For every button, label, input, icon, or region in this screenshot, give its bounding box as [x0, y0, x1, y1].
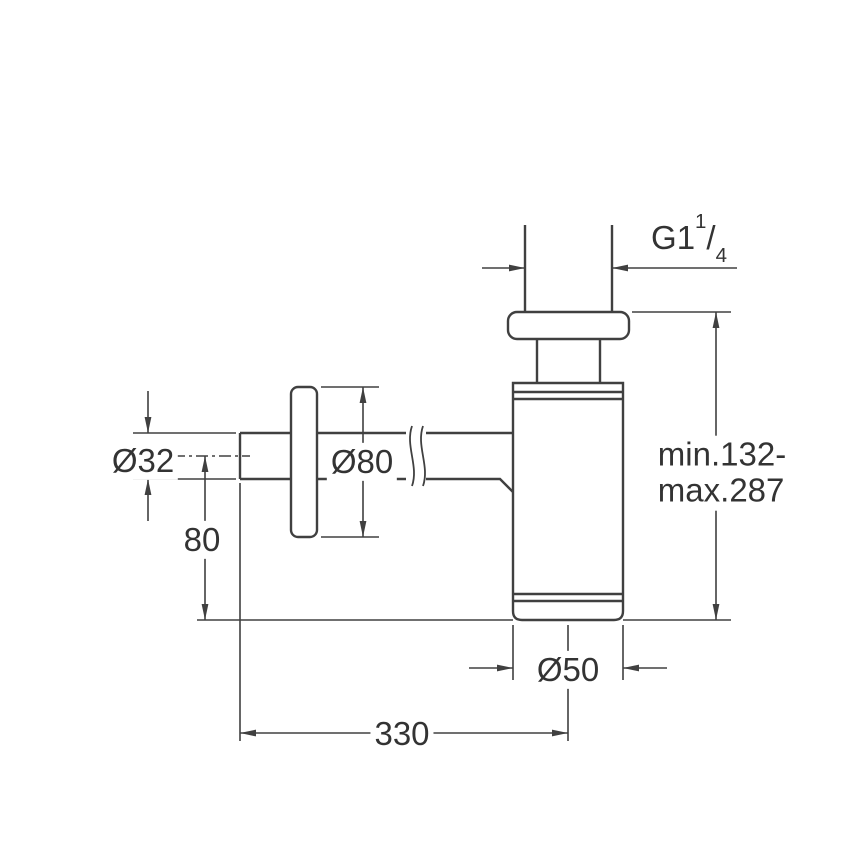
- tail-pipe-lines: [523, 225, 614, 312]
- top-flange: [506, 310, 631, 341]
- label-height-range: min.132- max.287: [653, 435, 791, 511]
- trap-outline: [238, 225, 631, 622]
- thread-size-slash: /: [706, 218, 716, 256]
- neck-lines: [535, 339, 602, 383]
- thread-size-numerator: 1: [695, 209, 707, 233]
- label-inlet-diameter: Ø32: [107, 441, 179, 481]
- body-outline: [511, 381, 625, 622]
- thread-size-base: G1: [651, 218, 696, 256]
- wall-rosette: [289, 385, 319, 539]
- height-range-line2: max.287: [657, 472, 785, 509]
- height-range-line1: min.132-: [657, 435, 787, 473]
- label-wall-distance: 330: [370, 714, 434, 754]
- body-ring-lines: [513, 390, 623, 603]
- label-body-diameter: Ø50: [532, 650, 604, 690]
- pipe-break-lines: [409, 425, 426, 487]
- label-outlet-height: 80: [179, 520, 225, 560]
- dimension-annotations: [133, 264, 737, 741]
- inlet-pipe-lines: [238, 431, 514, 493]
- label-thread-size: G11/4: [647, 210, 731, 267]
- thread-size-denominator: 4: [715, 244, 727, 268]
- label-rosette-diameter: Ø80: [326, 442, 398, 482]
